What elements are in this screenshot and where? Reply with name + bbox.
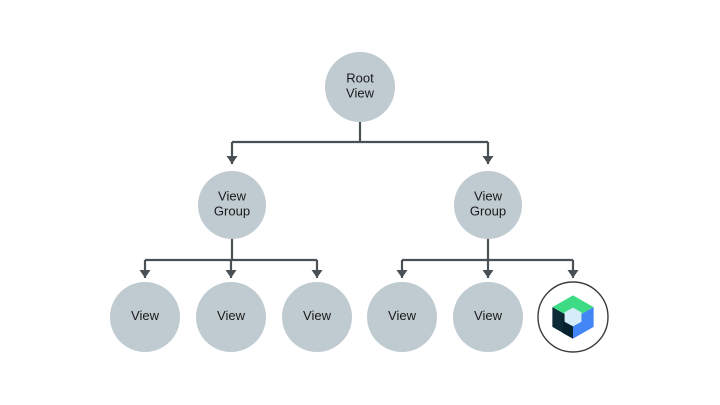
node-compose-leaf[interactable] <box>537 281 609 353</box>
edge-arrowhead <box>139 270 151 278</box>
edge-group-right-group-to-leaves <box>396 239 579 278</box>
node-view-leaf-4[interactable]: View <box>367 282 437 352</box>
edge-arrowhead <box>396 270 408 278</box>
node-circle <box>453 282 523 352</box>
node-circle <box>198 171 266 239</box>
node-circle <box>367 282 437 352</box>
logo-center-hexagon <box>564 307 582 327</box>
logo-face-right <box>573 307 594 339</box>
node-circle <box>196 282 266 352</box>
edge-arrowhead <box>482 270 494 278</box>
node-view-leaf-5[interactable]: View <box>453 282 523 352</box>
node-circle <box>454 171 522 239</box>
node-view-leaf-2[interactable]: View <box>196 282 266 352</box>
edge-arrowhead <box>567 270 579 278</box>
node-circle <box>110 282 180 352</box>
edge-arrowhead <box>225 270 237 278</box>
edges-layer <box>139 122 579 278</box>
edge-arrowhead <box>482 156 494 164</box>
edge-arrowhead <box>226 156 238 164</box>
edge-arrowhead <box>311 270 323 278</box>
node-circle <box>282 282 352 352</box>
edge-group-root-to-groups <box>226 122 494 164</box>
node-view-leaf-3[interactable]: View <box>282 282 352 352</box>
jetpack-compose-logo <box>552 295 594 339</box>
node-view-leaf-1[interactable]: View <box>110 282 180 352</box>
node-circle <box>325 52 395 122</box>
edge-group-left-group-to-leaves <box>139 239 323 278</box>
